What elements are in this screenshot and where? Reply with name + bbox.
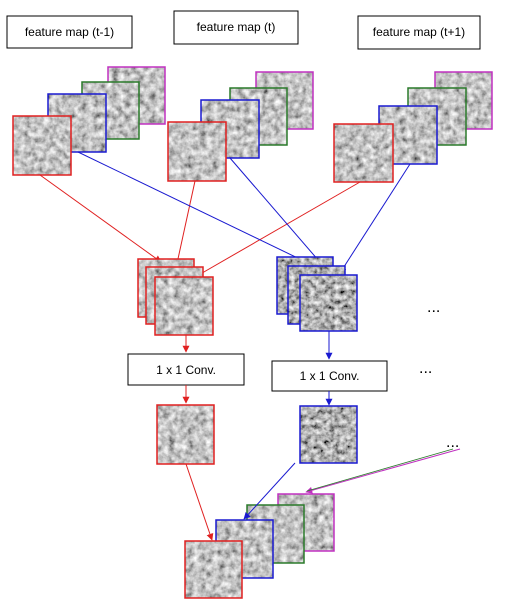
feature-map-t-label-box: feature map (t) bbox=[173, 10, 299, 45]
conv-right-label: 1 x 1 Conv. bbox=[300, 369, 360, 383]
red-group-map-front bbox=[154, 276, 214, 336]
feature-map-t-plus-1-label: feature map (t+1) bbox=[373, 25, 465, 39]
ellipsis-group-right: ... bbox=[427, 299, 440, 316]
top-to-group-arrows bbox=[39, 151, 411, 281]
arrow-pink-to-output-stack bbox=[305, 448, 461, 494]
arrow-green-to-output-stack bbox=[306, 448, 454, 492]
arrow-red-fused-to-output-stack bbox=[185, 463, 214, 541]
feature-map-t-minus-1-label: feature map (t-1) bbox=[25, 25, 114, 39]
blue-channel-group bbox=[276, 256, 358, 332]
red-channel-group bbox=[137, 258, 214, 336]
feature-map-t-minus-1-channel-1 bbox=[12, 115, 72, 176]
arrow-red-t-plus-1-to-red-group bbox=[189, 181, 361, 281]
conv-left-label: 1 x 1 Conv. bbox=[156, 363, 216, 377]
arrow-red-t-to-red-group bbox=[173, 180, 196, 269]
blue-fused-map bbox=[299, 405, 358, 464]
feature-stack-t bbox=[167, 71, 314, 182]
feature-map-t-plus-1-label-box: feature map (t+1) bbox=[357, 15, 481, 50]
output-map-channel-1 bbox=[184, 540, 243, 599]
conv-left-box: 1 x 1 Conv. bbox=[127, 353, 245, 386]
arrow-blue-t-to-blue-group bbox=[229, 157, 326, 269]
arrow-blue-fused-to-output-stack bbox=[243, 462, 296, 520]
feature-map-t-channel-1 bbox=[167, 121, 227, 182]
conv-right-box: 1 x 1 Conv. bbox=[271, 360, 388, 392]
ellipsis-output-right: ... bbox=[446, 434, 459, 451]
feature-stack-t-plus-1 bbox=[333, 71, 493, 183]
ellipsis-conv-right: ... bbox=[419, 360, 432, 377]
feature-stack-t-minus-1 bbox=[12, 66, 166, 176]
red-fused-map bbox=[156, 404, 215, 465]
blue-group-map-front bbox=[299, 274, 358, 332]
arrow-blue-t-minus-1-to-blue-group bbox=[77, 151, 309, 264]
feature-map-t-label: feature map (t) bbox=[197, 20, 276, 34]
arrow-red-t-minus-1-to-red-group bbox=[39, 174, 162, 263]
feature-map-t-plus-1-channel-1 bbox=[333, 123, 394, 183]
feature-map-t-minus-1-label-box: feature map (t-1) bbox=[6, 15, 133, 49]
arrow-blue-t-plus-1-to-blue-group bbox=[339, 163, 411, 274]
output-feature-stack bbox=[184, 493, 335, 599]
